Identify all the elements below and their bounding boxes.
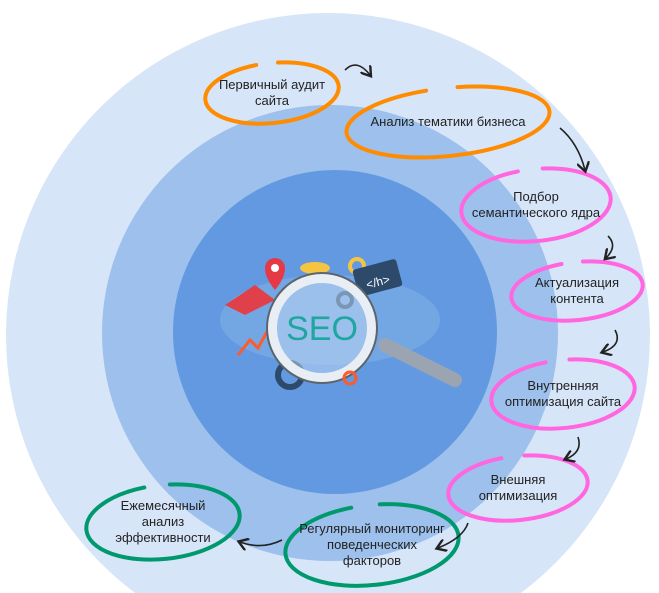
step-label-line: семантического ядра: [471, 205, 601, 220]
step-outline: [509, 259, 645, 323]
step-label-line: эффективности: [115, 530, 211, 545]
map-icon: [225, 285, 275, 315]
step-label-line: контента: [550, 291, 604, 306]
magnifier-handle: [378, 338, 462, 387]
flow-arrows: [240, 64, 619, 548]
step-label-line: анализ: [141, 514, 185, 529]
step-outline: [446, 453, 590, 523]
step-label-line: Внешняя: [490, 472, 546, 487]
key-icon: [342, 370, 358, 386]
pin-dot: [271, 264, 279, 272]
step-label-line: Регулярный мониторинг: [299, 521, 445, 536]
code-window-icon: [352, 259, 403, 297]
seo-illustration: </h> SEO: [220, 257, 462, 390]
cloud-icon: [300, 262, 330, 274]
step-label-line: оптимизация сайта: [504, 394, 622, 409]
step-label-line: Ежемесячный: [120, 498, 206, 513]
arrow-icon: [559, 127, 585, 170]
step-label-line: факторов: [342, 553, 402, 568]
arrow-icon: [603, 329, 619, 352]
step-outline: [489, 357, 637, 431]
step-outline: [203, 60, 341, 126]
arrow-icon: [240, 540, 283, 546]
location-pin-icon: [265, 258, 285, 290]
step-outline: [84, 482, 242, 562]
step-label-line: Анализ тематики бизнеса: [370, 114, 526, 129]
step-label-line: Внутренняя: [527, 378, 599, 393]
step-label: Анализ тематики бизнеса: [370, 114, 525, 130]
arrow-icon: [438, 522, 469, 548]
step-label-line: поведенческих: [327, 537, 417, 552]
step-outline: [459, 166, 613, 244]
step-label-line: сайта: [254, 93, 290, 108]
step-label-line: Первичный аудит: [218, 77, 326, 92]
step-label-line: Подбор: [513, 189, 559, 204]
step-label-line: Актуализация: [535, 275, 619, 290]
arrow-icon: [606, 235, 613, 258]
chart-icon: [236, 329, 270, 356]
magnifier-glass-icon: [267, 273, 377, 383]
magnifier-rim: [266, 272, 378, 384]
step-outline: [344, 84, 552, 160]
code-tag-text: </h>: [365, 272, 392, 292]
arrow-icon: [566, 436, 580, 459]
step-label-line: оптимизация: [478, 488, 558, 503]
seo-logo-text: SEO: [286, 310, 358, 348]
arrow-icon: [344, 64, 370, 75]
